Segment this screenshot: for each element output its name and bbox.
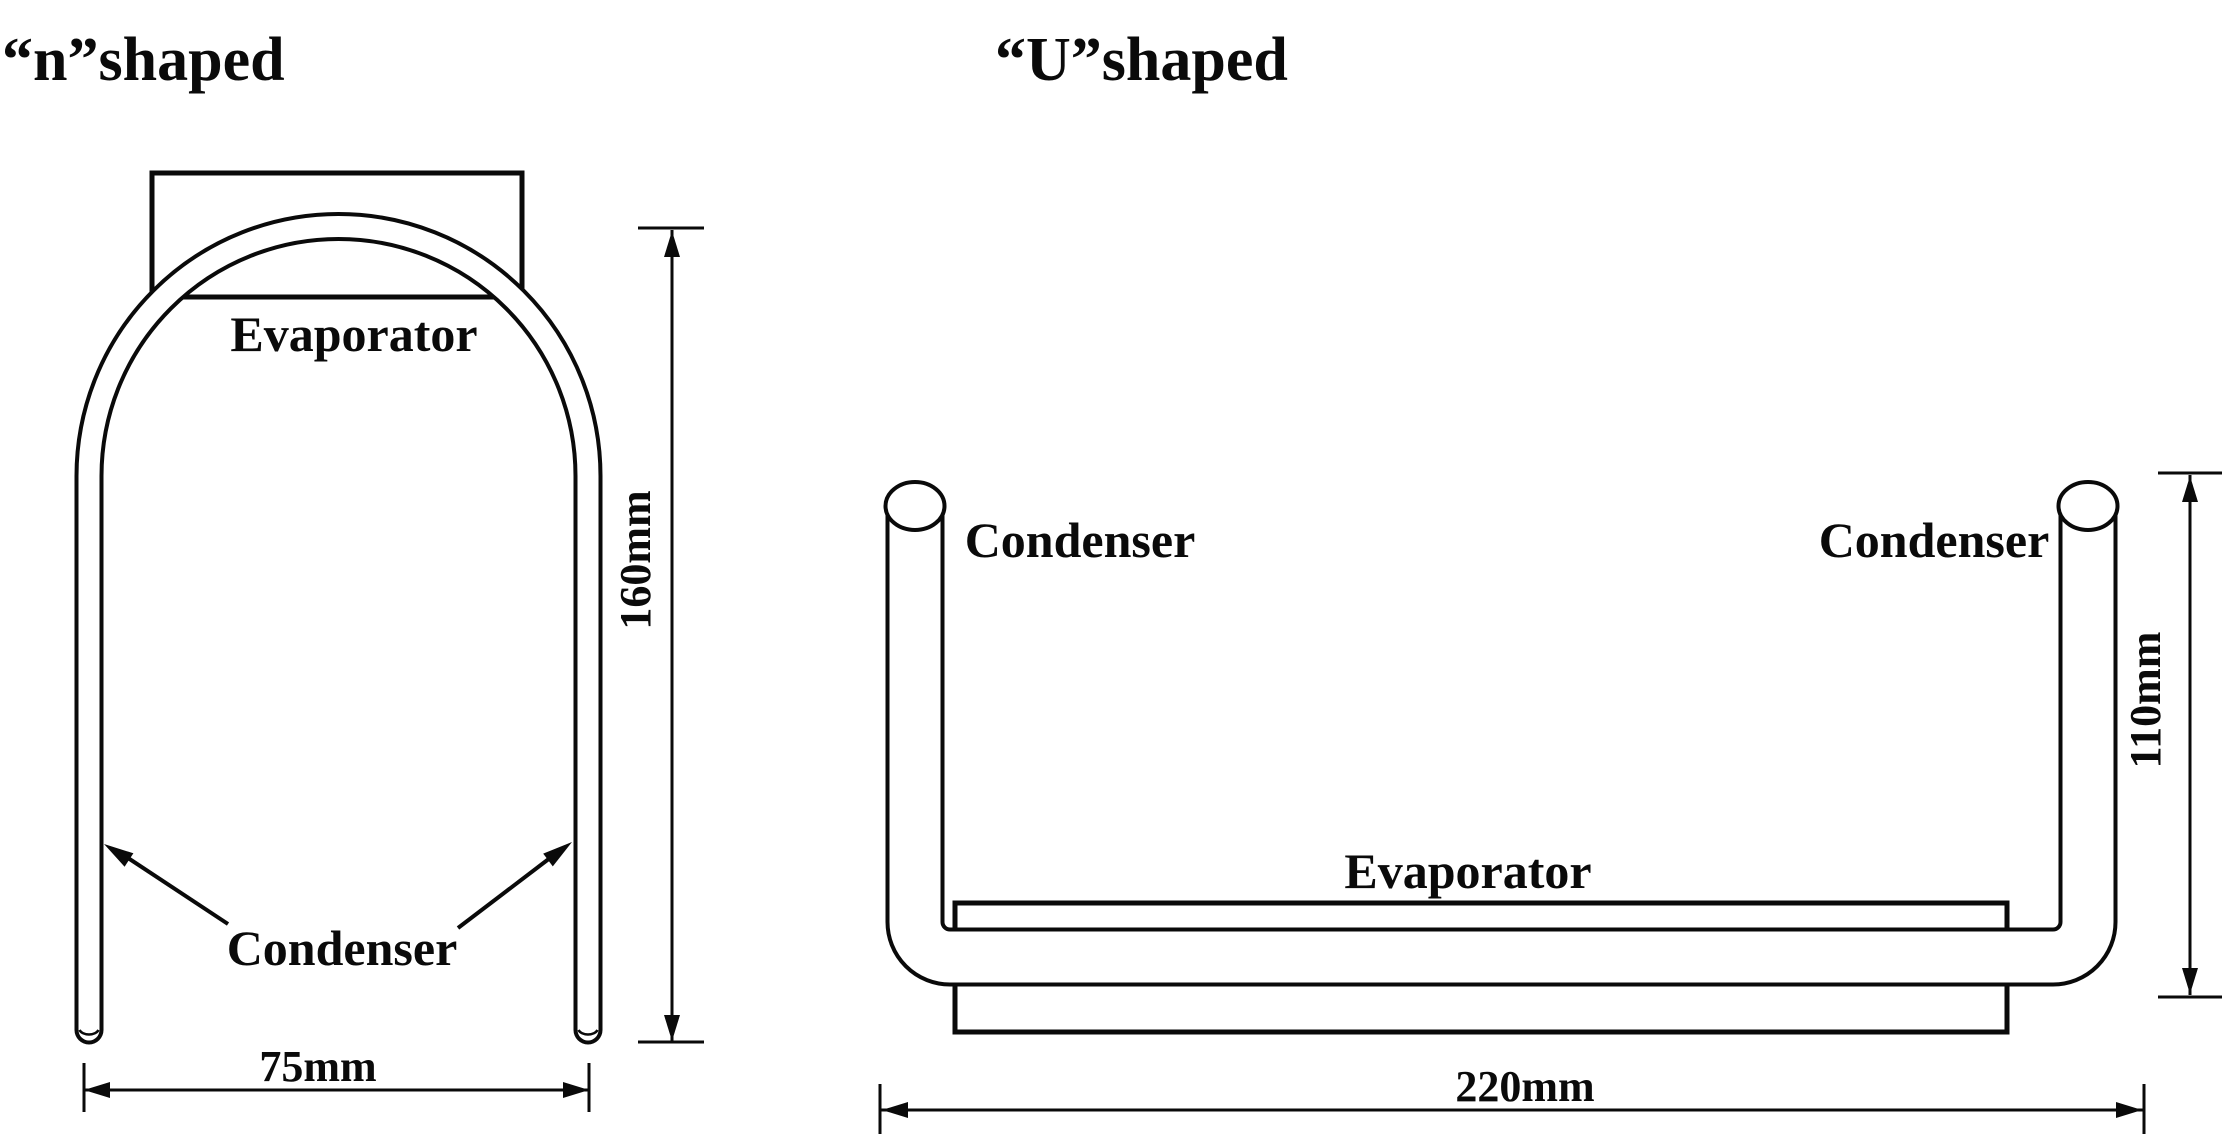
heat-pipe-tube-body (889, 506, 2114, 983)
condenser-label-right: Condenser (1819, 512, 2050, 568)
dimension-arrowhead-top (664, 231, 680, 257)
u-shaped-title: “U”shaped (995, 26, 1288, 94)
width-dimension-label: 75mm (259, 1042, 376, 1091)
height-dimension-110mm: 110mm (2121, 471, 2222, 999)
n-shaped-title: “n”shaped (2, 26, 285, 94)
dimension-arrowhead-right (563, 1082, 589, 1098)
tube-opening-left (883, 480, 947, 532)
condenser-leader-line-left (120, 852, 230, 926)
width-dimension-220mm: 220mm (878, 1062, 2146, 1134)
evaporator-label: Evaporator (230, 306, 477, 362)
evaporator-label: Evaporator (1344, 843, 1591, 899)
dimension-arrowhead-left (84, 1082, 110, 1098)
width-dimension-label: 220mm (1455, 1062, 1594, 1111)
u-shaped-diagram: “U”shaped Condenser Condenser Evaporator… (878, 26, 2222, 1134)
condenser-label: Condenser (227, 920, 458, 976)
dimension-arrowhead-left (882, 1102, 908, 1118)
tube-end-cap-left (78, 1029, 100, 1036)
heat-pipe-tube-body (78, 216, 599, 1041)
tube-opening-right (2056, 480, 2120, 532)
dimension-arrowhead-right (2116, 1102, 2142, 1118)
height-dimension-label: 160mm (611, 490, 660, 629)
condenser-leader-arrowhead-right (543, 842, 572, 867)
dimension-arrowhead-bottom (664, 1015, 680, 1041)
condenser-leader-line-right (456, 856, 552, 930)
dimension-arrowhead-top (2182, 476, 2198, 502)
height-dimension-160mm: 160mm (611, 226, 704, 1044)
condenser-leader-arrowhead-left (104, 844, 134, 867)
n-shaped-diagram: “n”shaped Evaporator Condenser (2, 26, 704, 1112)
width-dimension-75mm: 75mm (82, 1042, 591, 1112)
height-dimension-label: 110mm (2121, 632, 2170, 769)
tube-end-cap-right (577, 1029, 599, 1036)
dimension-arrowhead-bottom (2182, 968, 2198, 994)
condenser-label-left: Condenser (965, 512, 1196, 568)
